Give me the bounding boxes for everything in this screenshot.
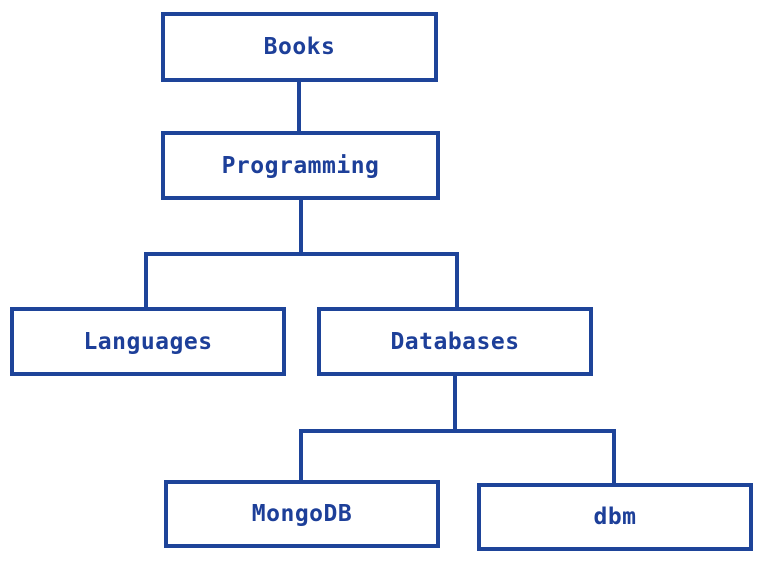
node-books-label: Books [263, 34, 336, 60]
node-books: Books [161, 12, 438, 82]
edge-databases-dbm [612, 429, 616, 483]
node-programming: Programming [161, 131, 440, 200]
edge-databases-mongodb [299, 429, 303, 480]
edge-databases-branch-bar [299, 429, 616, 433]
node-languages: Languages [10, 307, 286, 376]
edge-books-programming [297, 82, 301, 131]
edge-programming-languages [144, 252, 148, 307]
edge-programming-stem [299, 200, 303, 256]
edge-programming-branch-bar [144, 252, 459, 256]
edge-programming-databases [455, 252, 459, 307]
node-programming-label: Programming [221, 152, 380, 179]
node-databases-label: Databases [390, 328, 520, 355]
node-languages-label: Languages [83, 328, 213, 355]
node-dbm: dbm [477, 483, 753, 551]
node-mongodb-label: MongoDB [251, 501, 353, 527]
node-mongodb: MongoDB [164, 480, 440, 548]
node-databases: Databases [317, 307, 593, 376]
edge-databases-stem [453, 375, 457, 433]
node-dbm-label: dbm [593, 504, 637, 530]
